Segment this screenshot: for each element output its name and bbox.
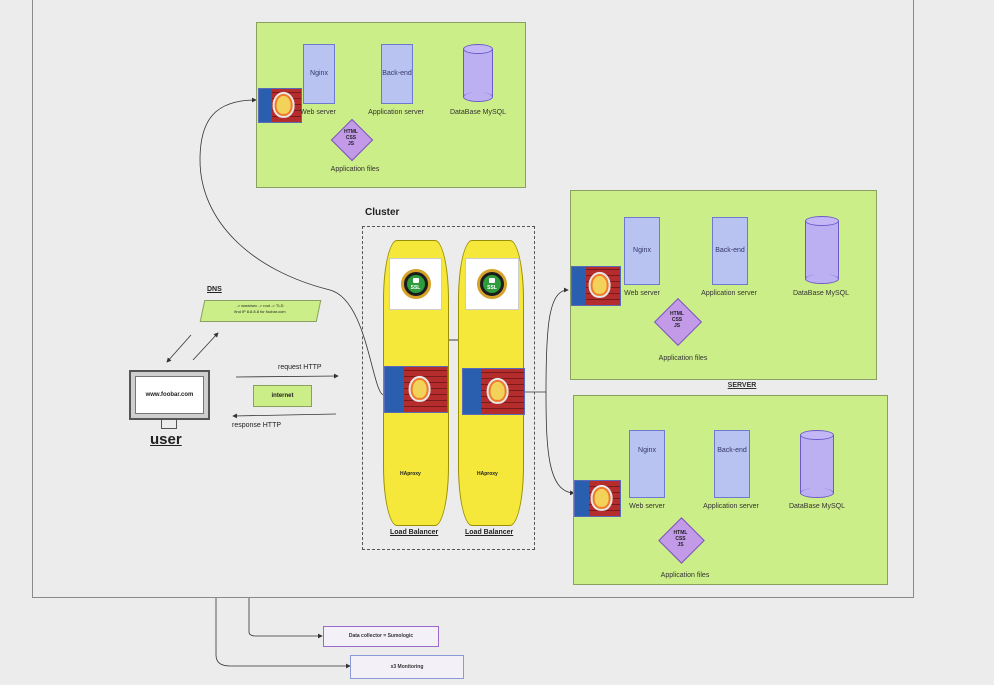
db-label-bottom: DataBase MySQL xyxy=(788,503,846,510)
ssl-2-icon: SSL xyxy=(465,258,519,310)
dns-title: DNS xyxy=(207,286,222,293)
backend-top: Back-end xyxy=(381,44,413,104)
app-files-label-bottom: Application files xyxy=(660,572,710,579)
web-server-label-mid: Web server xyxy=(624,290,660,297)
web-server-label-top: Web server xyxy=(300,109,336,116)
firewall-lb2-icon xyxy=(462,368,525,415)
app-server-label-mid: Application server xyxy=(701,290,757,297)
database-bottom xyxy=(800,430,834,498)
server-title: SERVER xyxy=(727,382,757,389)
response-label: response HTTP xyxy=(232,422,282,429)
firewall-lb1-icon xyxy=(384,366,448,413)
nginx-bottom: Nginx xyxy=(629,430,665,498)
dns-line-1: -> www/sec -> root -> TLD xyxy=(236,303,284,308)
database-mid xyxy=(805,216,839,284)
browser-url: www.foobar.com xyxy=(135,376,204,414)
user-label: user xyxy=(150,431,182,448)
app-server-label-bottom: Application server xyxy=(703,503,759,510)
dns-line-2: find IP 8.8.8.8 for foobar.com xyxy=(234,309,286,314)
firewall-top-icon xyxy=(258,88,302,123)
nginx-top: Nginx xyxy=(303,44,335,104)
firewall-mid-icon xyxy=(571,266,621,306)
nginx-mid: Nginx xyxy=(624,217,660,285)
app-server-label-top: Application server xyxy=(368,109,424,116)
database-top xyxy=(463,44,493,102)
app-files-top-text: HTML CSS JS xyxy=(344,129,358,147)
backend-bottom: Back-end xyxy=(714,430,750,498)
db-label-mid: DataBase MySQL xyxy=(792,290,850,297)
haproxy-1: HAproxy xyxy=(400,471,421,477)
request-label: request HTTP xyxy=(278,364,322,371)
db-label-top: DataBase MySQL xyxy=(449,109,507,116)
cluster-title: Cluster xyxy=(365,207,400,218)
app-files-label-mid: Application files xyxy=(658,355,708,362)
dns-text: -> www/sec -> root -> TLD find IP 8.8.8.… xyxy=(205,303,315,315)
web-server-label-bottom: Web server xyxy=(629,503,665,510)
internet-box: internet xyxy=(253,385,312,407)
load-balancer-1-label: Load Balancer xyxy=(390,529,439,536)
firewall-bottom-icon xyxy=(574,480,621,517)
backend-mid: Back-end xyxy=(712,217,748,285)
monitoring-box: x3 Monitoring xyxy=(350,655,464,679)
app-files-label-top: Application files xyxy=(330,166,380,173)
load-balancer-2-label: Load Balancer xyxy=(465,529,514,536)
app-files-mid-text: HTML CSS JS xyxy=(670,311,684,329)
app-files-bottom-text: HTML CSS JS xyxy=(673,530,688,548)
cluster-boundary xyxy=(362,226,535,550)
ssl-1-icon: SSL xyxy=(389,258,442,310)
monitor-stand xyxy=(161,420,177,429)
data-collector-box: Data collector = Sumologic xyxy=(323,626,439,647)
haproxy-2: HAproxy xyxy=(477,471,498,477)
